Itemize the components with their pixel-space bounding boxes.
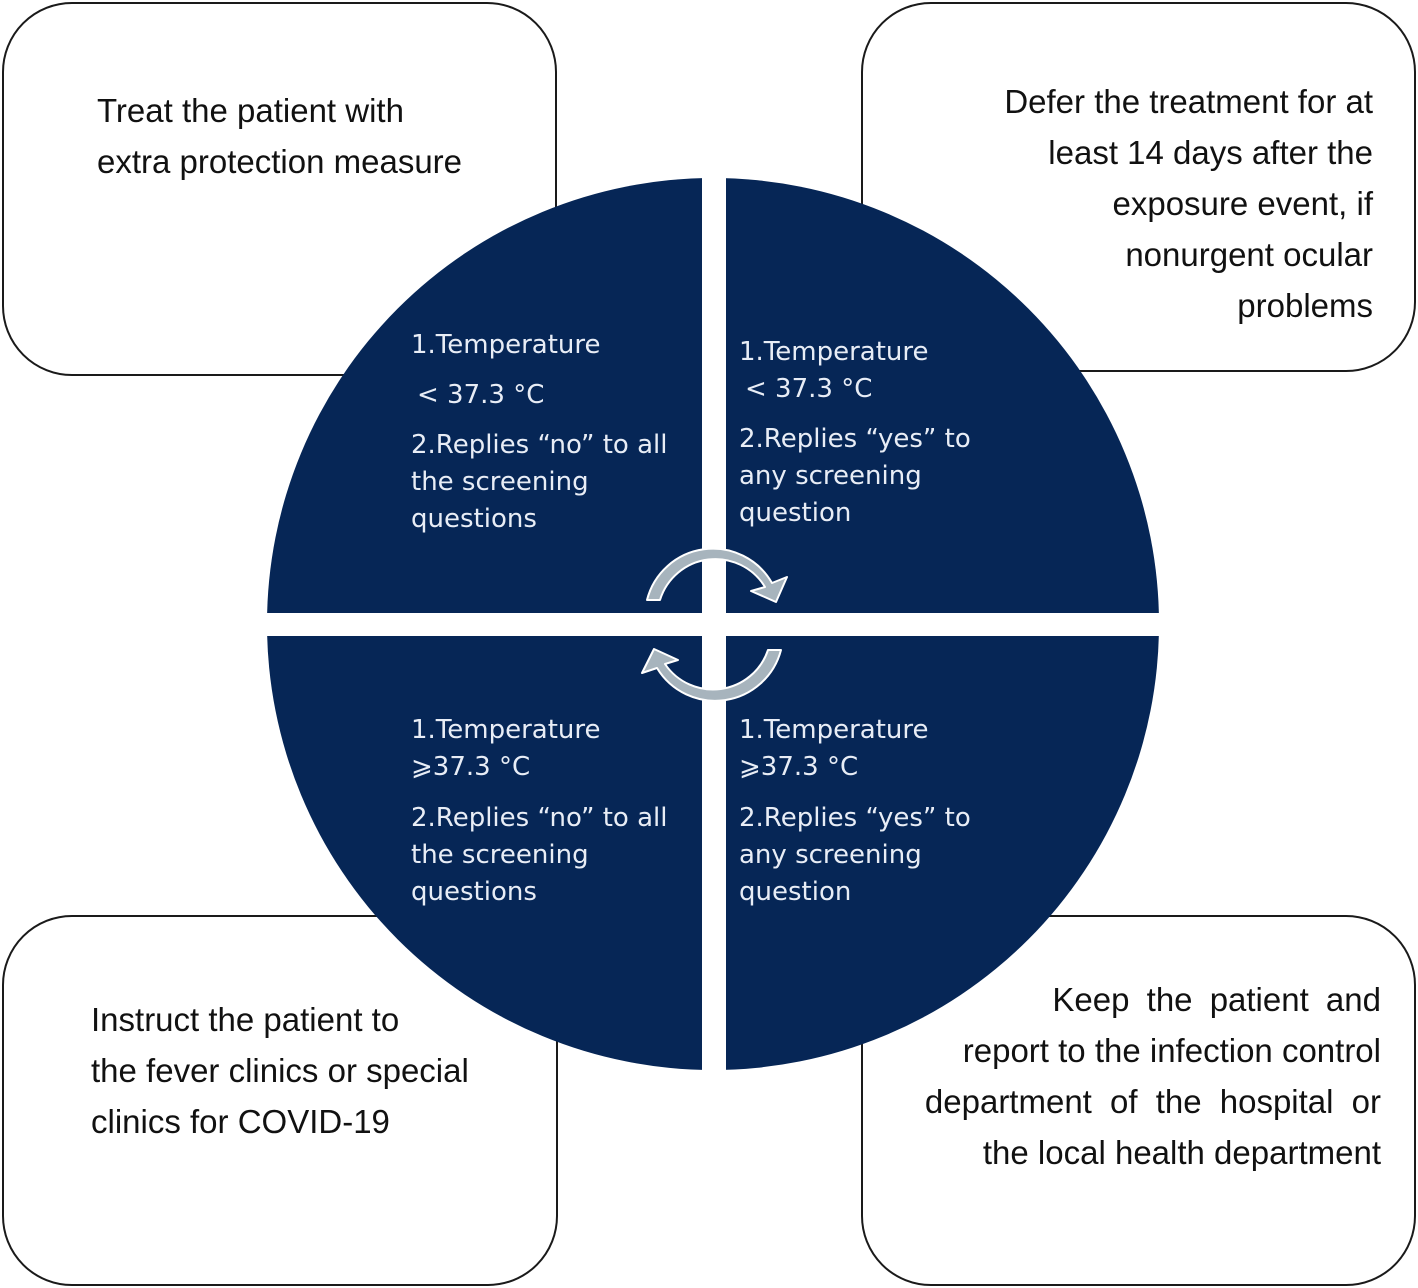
temperature-value: < 37.3 °C: [417, 380, 545, 410]
clockwise-arc-arrow-icon: [646, 547, 788, 603]
box-bottom-left-text: Instruct the patient to the fever clinic…: [91, 994, 469, 1147]
reply-line: any screening: [739, 840, 922, 870]
box-line: report to the infection control: [962, 1032, 1381, 1069]
quadrant-top-right-text: 1.Temperature < 37.3 °C 2.Replies “yes” …: [739, 334, 971, 532]
box-line: Instruct the patient to: [91, 1001, 400, 1038]
counterclockwise-arc-arrow-icon: [641, 648, 782, 702]
temperature-label: 1.Temperature: [739, 337, 929, 367]
temperature-value: ⩾37.3 °C: [411, 752, 531, 782]
box-line: Defer the treatment for at: [1004, 83, 1373, 120]
box-top-left-text: Treat the patient with extra protection …: [97, 85, 462, 187]
box-line: department of the hospital or: [924, 1083, 1381, 1120]
reply-line: 2.Replies “no” to all: [411, 803, 668, 833]
box-top-right-text: Defer the treatment for at least 14 days…: [1004, 76, 1373, 331]
reply-line: questions: [411, 877, 537, 907]
quadrant-bottom-right-text: 1.Temperature ⩾37.3 °C 2.Replies “yes” t…: [739, 712, 971, 911]
box-line: clinics for COVID-19: [91, 1103, 390, 1140]
reply-line: the screening: [411, 840, 589, 870]
quadrant-top-left-text: 1.Temperature < 37.3 °C 2.Replies “no” t…: [411, 327, 667, 538]
box-bottom-right-text: Keep the patient and report to the infec…: [925, 974, 1381, 1178]
temperature-label: 1.Temperature: [411, 715, 601, 745]
box-line: least 14 days after the: [1048, 134, 1373, 171]
reply-line: questions: [411, 504, 537, 534]
box-line: nonurgent ocular: [1125, 236, 1373, 273]
reply-line: question: [739, 877, 852, 907]
reply-line: 2.Replies “yes” to: [739, 803, 971, 833]
box-line: problems: [1237, 287, 1373, 324]
box-line: extra protection measure: [97, 143, 463, 180]
box-line: the local health department: [982, 1134, 1381, 1171]
box-line: Keep the patient and: [1052, 981, 1381, 1018]
temperature-label: 1.Temperature: [411, 330, 601, 360]
temperature-label: 1.Temperature: [739, 715, 929, 745]
box-line: exposure event, if: [1112, 185, 1374, 222]
reply-line: any screening: [739, 461, 922, 491]
box-line: Treat the patient with: [97, 92, 404, 129]
quadrant-bottom-left-text: 1.Temperature ⩾37.3 °C 2.Replies “no” to…: [411, 712, 667, 911]
reply-line: question: [739, 498, 852, 528]
reply-line: 2.Replies “no” to all: [411, 430, 668, 460]
temperature-value: ⩾37.3 °C: [739, 752, 859, 782]
box-line: the fever clinics or special: [91, 1052, 469, 1089]
reply-line: 2.Replies “yes” to: [739, 424, 971, 454]
temperature-value: < 37.3 °C: [745, 374, 873, 404]
reply-line: the screening: [411, 467, 589, 497]
